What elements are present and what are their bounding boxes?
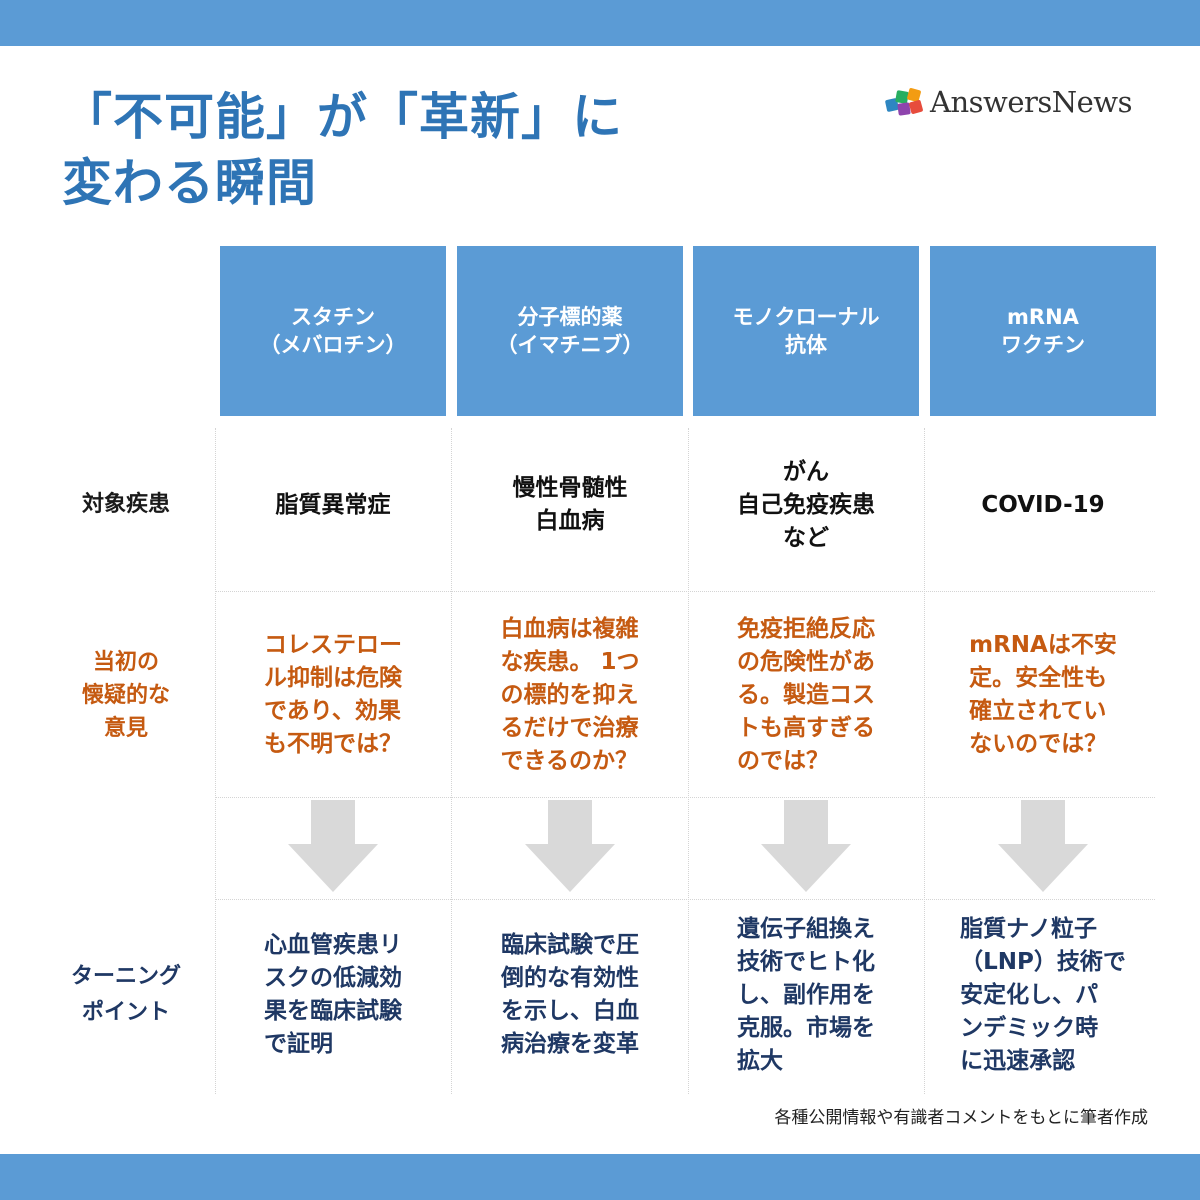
disease-text: がん [783,458,829,485]
turning-point-text: 病治療を変革 [501,1031,639,1057]
doubt-text: ル抑制は危険 [264,665,402,691]
logo-text: AnswersNews [930,85,1132,119]
header-monoclonal-antibody: モノクローナル抗体 [693,246,919,416]
doubt-cell: 白血病は複雑 な疾患。 1つ の標的を抑え るだけで治療 できるのか？ [457,605,683,785]
doubt-text: mRNAは不安 [969,632,1117,658]
turning-point-text: 技術でヒト化 [737,948,875,975]
down-arrow-icon [288,800,378,892]
header-line: （メバロチン） [259,333,407,357]
header-line: ワクチン [1001,333,1085,357]
header-mrna-vaccine: mRNA ワクチン [930,246,1156,416]
header-line: スタチン [291,305,375,329]
disease-cell: 慢性骨髄性白血病 [457,440,683,570]
top-banner [0,0,1200,46]
doubt-text: の危険性があ [737,648,875,675]
doubt-text: 白血病は複雑 [500,615,639,642]
doubt-cell: mRNAは不安 定。安全性も 確立されてい ないのでは？ [930,605,1156,785]
disease-text: COVID-19 [981,491,1105,518]
row-label-text: 意見 [103,715,148,741]
row-label-initial-doubts: 当初の 懐疑的な 意見 [40,610,212,780]
doubt-text: るだけで治療 [500,714,639,741]
header-molecular-targeted: 分子標的薬 （イマチニブ） [457,246,683,416]
header-line: 抗体 [785,333,827,357]
column-divider [924,428,925,1094]
source-note: 各種公開情報や有識者コメントをもとに筆者作成 [774,1108,1148,1128]
doubt-cell: 免疫拒絶反応 の危険性があ る。製造コス トも高すぎる のでは？ [693,605,919,785]
doubt-text: のでは？ [737,747,829,774]
turning-point-text: 遺伝子組換え [737,915,875,942]
doubt-text: できるのか？ [500,747,639,774]
turning-point-text: 心血管疾患リ [264,932,402,958]
column-divider [215,428,216,1094]
header-statin: スタチン （メバロチン） [220,246,446,416]
disease-cell: がん自己免疫疾患など [693,440,919,570]
row-label-text: 当初の [92,649,159,675]
doubt-text: トも高すぎる [737,714,875,741]
doubt-text: な疾患。 1つ [500,648,640,675]
turning-point-text: 果を臨床試験 [264,998,402,1024]
doubt-text: る。製造コス [737,681,875,708]
puzzle-logo-icon [885,88,923,116]
doubt-cell: コレステロー ル抑制は危険 であり、効果 も不明では？ [220,605,446,785]
row-label-text: ポイント [81,1000,170,1025]
header-line: mRNA [1007,305,1079,329]
turning-point-text: 臨床試験で圧 [501,932,639,958]
turning-point-cell: 脂質ナノ粒子 （LNP）技術で 安定化し、パ ンデミック時 に迅速承認 [930,905,1156,1085]
down-arrow-icon [525,800,615,892]
disease-text: 白血病 [535,508,605,534]
turning-point-text: ンデミック時 [960,1014,1099,1041]
header-line: （イマチニブ） [496,333,644,357]
turning-point-cell: 遺伝子組換え 技術でヒト化 し、副作用を 克服。市場を 拡大 [693,905,919,1085]
doubt-text: 定。安全性も [969,665,1108,691]
turning-point-text: を示し、白血 [501,998,639,1024]
row-label-text: 懐疑的な [81,682,170,708]
page-title: 「不可能」が「革新」に 変わる瞬間 [62,84,623,216]
turning-point-text: に迅速承認 [960,1047,1076,1074]
turning-point-text: （LNP）技術で [960,948,1126,975]
header-line: モノクローナル [732,305,880,329]
row-label-text: ターニング [70,964,181,989]
down-arrow-icon [998,800,1088,892]
answersnews-logo: AnswersNews [884,80,1132,124]
disease-text: 脂質異常症 [275,491,391,518]
row-label-text: 対象疾患 [81,492,170,517]
bottom-banner [0,1154,1200,1200]
doubt-text: であり、効果 [264,698,401,724]
title-line-1: 「不可能」が「革新」に [62,88,623,146]
row-label-turning-point: ターニング ポイント [40,910,212,1080]
turning-point-text: 倒的な有効性 [501,965,639,991]
disease-text: など [783,524,829,551]
doubt-text: も不明では？ [264,731,402,757]
turning-point-cell: 心血管疾患リ スクの低減効 果を臨床試験 で証明 [220,905,446,1085]
disease-text: 自己免疫疾患 [737,491,875,518]
disease-cell: COVID-19 [930,440,1156,570]
turning-point-text: スクの低減効 [264,965,402,991]
column-divider [451,428,452,1094]
turning-point-text: 克服。市場を [737,1014,875,1041]
header-line: 分子標的薬 [517,305,623,329]
title-line-2: 変わる瞬間 [62,154,317,212]
column-divider [688,428,689,1094]
doubt-text: コレステロー [264,632,402,658]
turning-point-cell: 臨床試験で圧 倒的な有効性 を示し、白血 病治療を変革 [457,905,683,1085]
turning-point-text: 脂質ナノ粒子 [960,915,1097,942]
turning-point-text: し、副作用を [737,981,875,1008]
disease-cell: 脂質異常症 [220,440,446,570]
row-divider [215,591,1155,592]
turning-point-text: で証明 [264,1031,333,1057]
row-divider [215,899,1155,900]
disease-text: 慢性骨髄性 [512,475,628,501]
turning-point-text: 拡大 [737,1047,783,1074]
row-label-target-disease: 対象疾患 [40,440,212,570]
doubt-text: ないのでは？ [969,731,1108,757]
doubt-text: 確立されてい [969,698,1107,724]
row-divider [215,797,1155,798]
doubt-text: 免疫拒絶反応 [737,615,875,642]
turning-point-text: 安定化し、パ [960,981,1099,1008]
down-arrow-icon [761,800,851,892]
doubt-text: の標的を抑え [500,681,639,708]
